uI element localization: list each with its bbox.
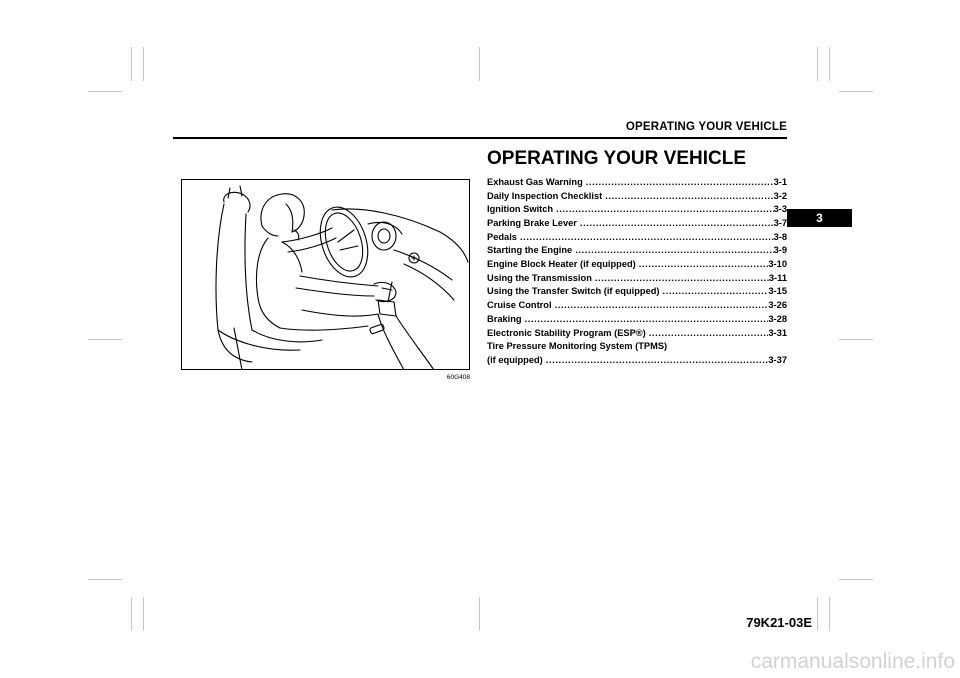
toc-entry[interactable]: Parking Brake Lever 3-7 [487,217,787,231]
toc-entry-title: Using the Transfer Switch (if equipped) [487,286,660,297]
crop-mark [88,91,122,92]
crop-mark [131,47,132,81]
toc-entry[interactable]: Cruise Control 3-26 [487,299,787,313]
toc-leader-dots [522,313,769,327]
toc-entry[interactable]: (if equipped) 3-37 [487,354,787,368]
toc-entry[interactable]: Braking 3-28 [487,313,787,327]
toc-entry-page: 3-37 [768,354,787,365]
toc-entry[interactable]: Tire Pressure Monitoring System (TPMS) [487,340,787,354]
crop-mark [817,597,818,631]
chapter-tab-number: 3 [816,211,823,225]
crop-mark [839,339,873,340]
toc-entry-page: 3-11 [768,272,787,283]
page-identifier: 79K21-03E [746,615,812,630]
toc-leader-dots [572,244,773,258]
toc-entry-page: 3-8 [773,231,787,242]
crop-mark [829,47,830,81]
crop-mark [88,339,122,340]
toc-entry[interactable]: Exhaust Gas Warning 3-1 [487,176,787,190]
toc-leader-dots [517,231,774,245]
toc-leader-dots [646,327,769,341]
toc-leader-dots [660,286,769,300]
crop-mark [143,597,144,631]
crop-mark [839,91,873,92]
toc-entry-title: Braking [487,313,522,324]
toc-entry[interactable]: Ignition Switch 3-3 [487,203,787,217]
section-title: OPERATING YOUR VEHICLE [487,148,746,169]
toc-entry[interactable]: Using the Transfer Switch (if equipped) 3… [487,286,787,300]
toc-entry-title: Cruise Control [487,300,552,311]
toc-entry-page: 3-26 [768,300,787,311]
crop-mark [88,579,122,580]
chapter-tab: 3 [787,209,852,227]
toc-entry-title: Daily Inspection Checklist [487,190,603,201]
toc-entry-page: 3-28 [768,313,787,324]
toc-entry-title: Ignition Switch [487,204,554,215]
toc-entry-title: (if equipped) [487,354,543,365]
crop-mark [131,597,132,631]
crop-mark [829,597,830,631]
toc-entry[interactable]: Engine Block Heater (if equipped) 3-10 [487,258,787,272]
toc-entry-page: 3-1 [773,176,787,187]
toc-entry[interactable]: Using the Transmission 3-11 [487,272,787,286]
toc-entry-title: Parking Brake Lever [487,218,577,229]
toc-entry-title: Electronic Stability Program (ESP®) [487,327,646,338]
toc-entry[interactable]: Starting the Engine 3-9 [487,244,787,258]
running-header-title: OPERATING YOUR VEHICLE [625,121,787,133]
driver-illustration [181,179,470,370]
toc-leader-dots [583,176,774,190]
toc-entry-page: 3-7 [773,218,787,229]
crop-mark [817,47,818,81]
toc-leader-dots [553,203,773,217]
toc-entry[interactable]: Daily Inspection Checklist 3-2 [487,190,787,204]
toc-entry-title: Using the Transmission [487,272,592,283]
toc-leader-dots [602,190,773,204]
toc-entry-page: 3-9 [773,245,787,256]
toc-leader-dots [636,258,769,272]
toc-entry-title: Engine Block Heater (if equipped) [487,259,636,270]
crop-mark [479,47,480,81]
toc-leader-dots [592,272,769,286]
toc-leader-dots [577,217,774,231]
header-rule [173,137,787,139]
toc-entry-page: 3-15 [768,286,787,297]
crop-mark [143,47,144,81]
toc-entry-page: 3-10 [768,259,787,270]
toc-entry[interactable]: Electronic Stability Program (ESP®) 3-31 [487,327,787,341]
toc-entry[interactable]: Pedals 3-8 [487,231,787,245]
table-of-contents: Exhaust Gas Warning 3-1 Daily Inspection … [487,176,787,368]
toc-entry-page: 3-3 [773,204,787,215]
toc-entry-title: Exhaust Gas Warning [487,176,583,187]
toc-entry-title: Tire Pressure Monitoring System (TPMS) [487,341,668,352]
toc-entry-page: 3-31 [768,327,787,338]
crop-mark [479,597,480,631]
toc-entry-title: Pedals [487,231,517,242]
toc-entry-title: Starting the Engine [487,245,573,256]
watermark: carmanualsonline.info [750,650,955,673]
toc-leader-dots [552,299,769,313]
toc-entry-page: 3-2 [773,190,787,201]
toc-leader-dots [543,354,769,368]
crop-mark [839,579,873,580]
figure-caption: 60G408 [446,374,470,381]
